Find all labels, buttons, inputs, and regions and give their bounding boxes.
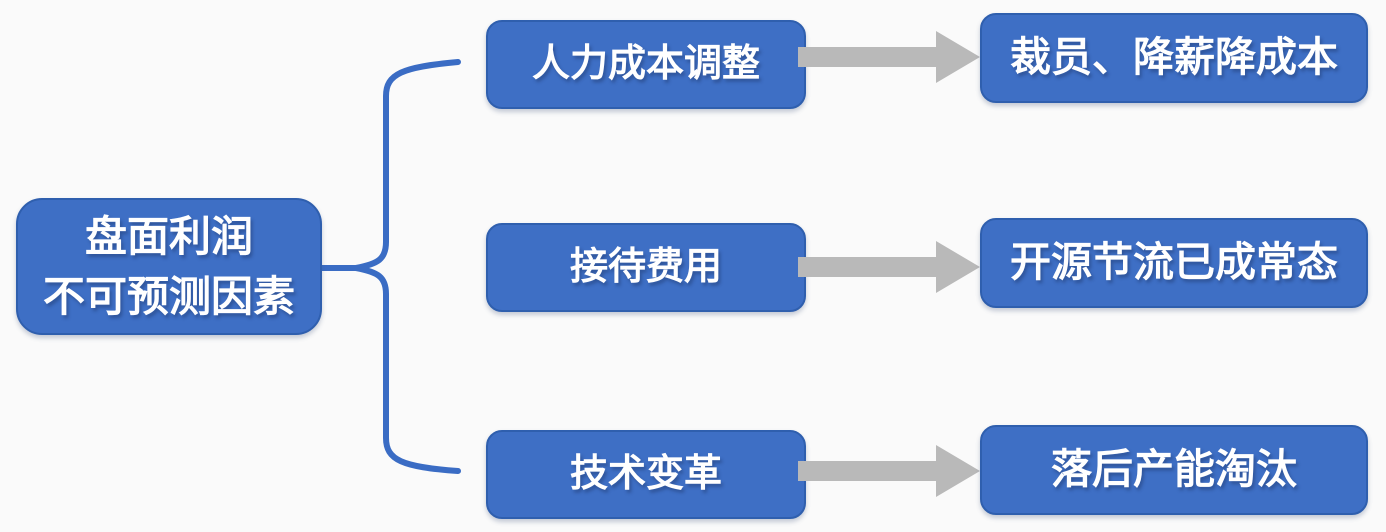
arrow-right-icon <box>798 445 980 497</box>
cause-node-labor-cost[interactable]: 人力成本调整 <box>486 20 806 109</box>
arrow-right-icon <box>798 31 980 83</box>
root-node-label-line1: 盘面利润 <box>84 212 253 260</box>
root-node[interactable]: 盘面利润 不可预测因素 <box>16 198 322 335</box>
cause-node-label: 人力成本调整 <box>531 42 760 85</box>
cause-node-label: 技术变革 <box>569 452 722 495</box>
cause-node-tech-change[interactable]: 技术变革 <box>486 430 806 519</box>
root-node-label-line2: 不可预测因素 <box>42 272 295 320</box>
effect-node-label: 裁员、降薪降成本 <box>1010 34 1338 81</box>
cause-node-label: 接待费用 <box>569 245 722 288</box>
effect-node-cost-saving[interactable]: 开源节流已成常态 <box>980 218 1368 308</box>
cause-node-reception-expense[interactable]: 接待费用 <box>486 223 806 312</box>
effect-node-label: 开源节流已成常态 <box>1010 239 1338 286</box>
effect-node-layoffs[interactable]: 裁员、降薪降成本 <box>980 13 1368 103</box>
effect-node-obsolete-capacity[interactable]: 落后产能淘汰 <box>980 425 1368 515</box>
arrow-right-icon <box>798 241 980 293</box>
effect-node-label: 落后产能淘汰 <box>1051 446 1297 493</box>
